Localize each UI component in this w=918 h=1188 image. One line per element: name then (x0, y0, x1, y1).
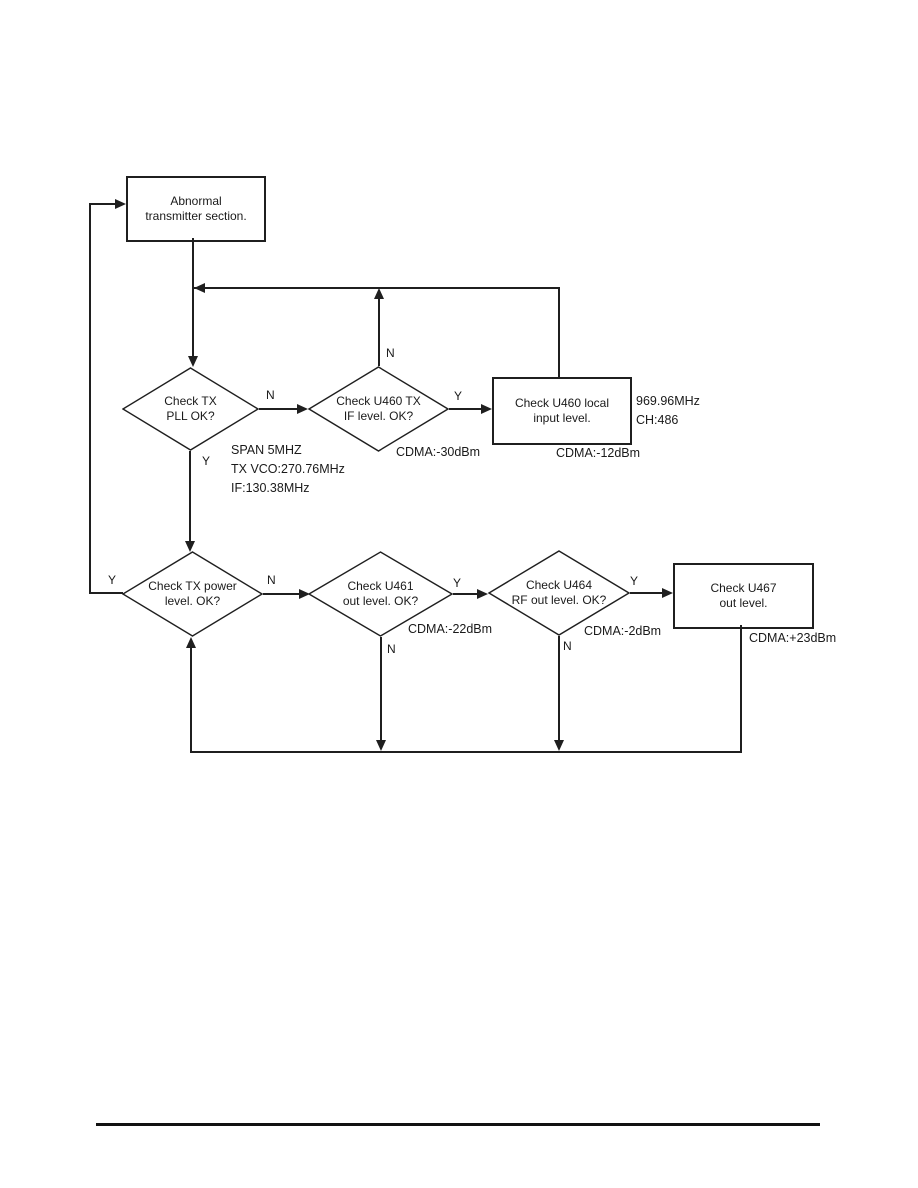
note-line: IF:130.38MHz (231, 481, 310, 495)
connector-loop-left-vertical (89, 203, 91, 594)
note-line: 969.96MHz (636, 394, 700, 408)
diamond-shape (308, 366, 449, 452)
branch-label-txpower-n: N (267, 573, 276, 587)
branch-label-u461-n: N (387, 642, 396, 656)
note-line: CH:486 (636, 413, 679, 427)
note-cdma-u467-level: CDMA:+23dBm (749, 631, 837, 645)
decision-text: Check U461 out level. OK? (308, 551, 453, 637)
branch-label-u464-y: Y (630, 574, 639, 588)
node-text-line: out level. (719, 596, 768, 610)
connector-abnormal-to-txpll (192, 238, 194, 357)
node-text-line: Check U461 (347, 579, 414, 593)
branch-label-u464-n: N (563, 639, 572, 653)
note-span-settings: SPAN 5MHZ TX VCO:270.76MHz IF:130.38MHz (231, 441, 345, 498)
process-check-u467-out: Check U467 out level. (673, 563, 814, 629)
arrowhead-u461-n-down (376, 740, 386, 751)
arrowhead-u464-n-down (554, 740, 564, 751)
decision-check-u461-out: Check U461 out level. OK? (308, 551, 453, 637)
decision-check-u460-if: Check U460 TX IF level. OK? (308, 366, 449, 452)
arrowhead-u460if-n-up (374, 288, 384, 299)
decision-check-u464-rf: Check U464 RF out level. OK? (488, 550, 630, 636)
arrowhead-txpower-n (299, 589, 310, 599)
arrowhead-into-txpll (188, 356, 198, 367)
branch-label-txpll-n: N (266, 388, 275, 402)
arrowhead-return-left (194, 283, 205, 293)
node-text-line: RF out level. OK? (511, 593, 607, 607)
diamond-shape (122, 551, 263, 637)
node-text-line: IF level. OK? (343, 409, 414, 423)
arrowhead-u461-y (477, 589, 488, 599)
node-text-line: input level. (533, 411, 591, 425)
node-text-line: Abnormal (170, 194, 222, 208)
process-check-u460-local: Check U460 local input level. (492, 377, 632, 445)
node-text-line: Check U467 (710, 581, 777, 595)
connector-txpll-y-down (189, 451, 191, 542)
decision-text: Check TX power level. OK? (122, 551, 263, 637)
arrowhead-into-abnormal (115, 199, 126, 209)
connector-u464-n-down (558, 636, 560, 741)
connector-txpower-y-left (89, 592, 123, 594)
node-text-line: level. OK? (164, 594, 221, 608)
node-text-line: Check TX (164, 394, 217, 408)
process-abnormal-transmitter: Abnormal transmitter section. (126, 176, 266, 242)
note-cdma-local-level: CDMA:-12dBm (556, 446, 641, 460)
connector-u464-y (630, 592, 663, 594)
branch-label-u460if-y: Y (454, 389, 463, 403)
decision-check-tx-pll: Check TX PLL OK? (122, 367, 259, 451)
node-text-line: transmitter section. (145, 209, 247, 223)
node-text-line: Check U460 local (514, 396, 610, 410)
node-text-line: Check TX power (148, 579, 237, 593)
note-cdma-if-level: CDMA:-30dBm (396, 445, 481, 459)
branch-label-txpower-y: Y (108, 573, 117, 587)
node-text-line: PLL OK? (166, 409, 215, 423)
note-line: TX VCO:270.76MHz (231, 462, 345, 476)
decision-text: Check U460 TX IF level. OK? (308, 366, 449, 452)
diamond-shape (308, 551, 453, 637)
arrowhead-into-txpower-bottom (186, 637, 196, 648)
node-text-line: Check U460 TX (336, 394, 421, 408)
connector-u461-y (453, 593, 478, 595)
diamond-shape (122, 367, 259, 451)
decision-text: Check U464 RF out level. OK? (488, 550, 630, 636)
node-text-line: Check U464 (525, 578, 593, 592)
footer-divider (96, 1123, 820, 1126)
connector-u461-n-down (380, 637, 382, 741)
branch-label-u461-y: Y (453, 576, 462, 590)
connector-bottom-to-txpower (190, 647, 192, 753)
arrowhead-txpll-n (297, 404, 308, 414)
arrowhead-u464-y (662, 588, 673, 598)
note-cdma-u461-level: CDMA:-22dBm (408, 622, 493, 636)
connector-u460if-n-up (378, 298, 380, 366)
connector-bottom-horizontal (190, 751, 742, 753)
connector-return-from-u460local (558, 287, 560, 377)
connector-txpll-n (259, 408, 298, 410)
decision-text: Check TX PLL OK? (122, 367, 259, 451)
node-text-line: out level. OK? (342, 594, 419, 608)
connector-u467-down (740, 625, 742, 753)
decision-check-tx-power: Check TX power level. OK? (122, 551, 263, 637)
connector-txpower-n (263, 593, 300, 595)
note-cdma-u464-level: CDMA:-2dBm (584, 624, 662, 638)
note-u460-frequency: 969.96MHz CH:486 (636, 392, 700, 430)
diamond-shape (488, 550, 630, 636)
branch-label-u460if-n: N (386, 346, 395, 360)
branch-label-txpll-y: Y (202, 454, 211, 468)
note-line: SPAN 5MHZ (231, 443, 302, 457)
connector-loop-top (89, 203, 116, 205)
arrowhead-into-txpower (185, 541, 195, 552)
connector-u460if-y (449, 408, 482, 410)
arrowhead-u460if-y (481, 404, 492, 414)
